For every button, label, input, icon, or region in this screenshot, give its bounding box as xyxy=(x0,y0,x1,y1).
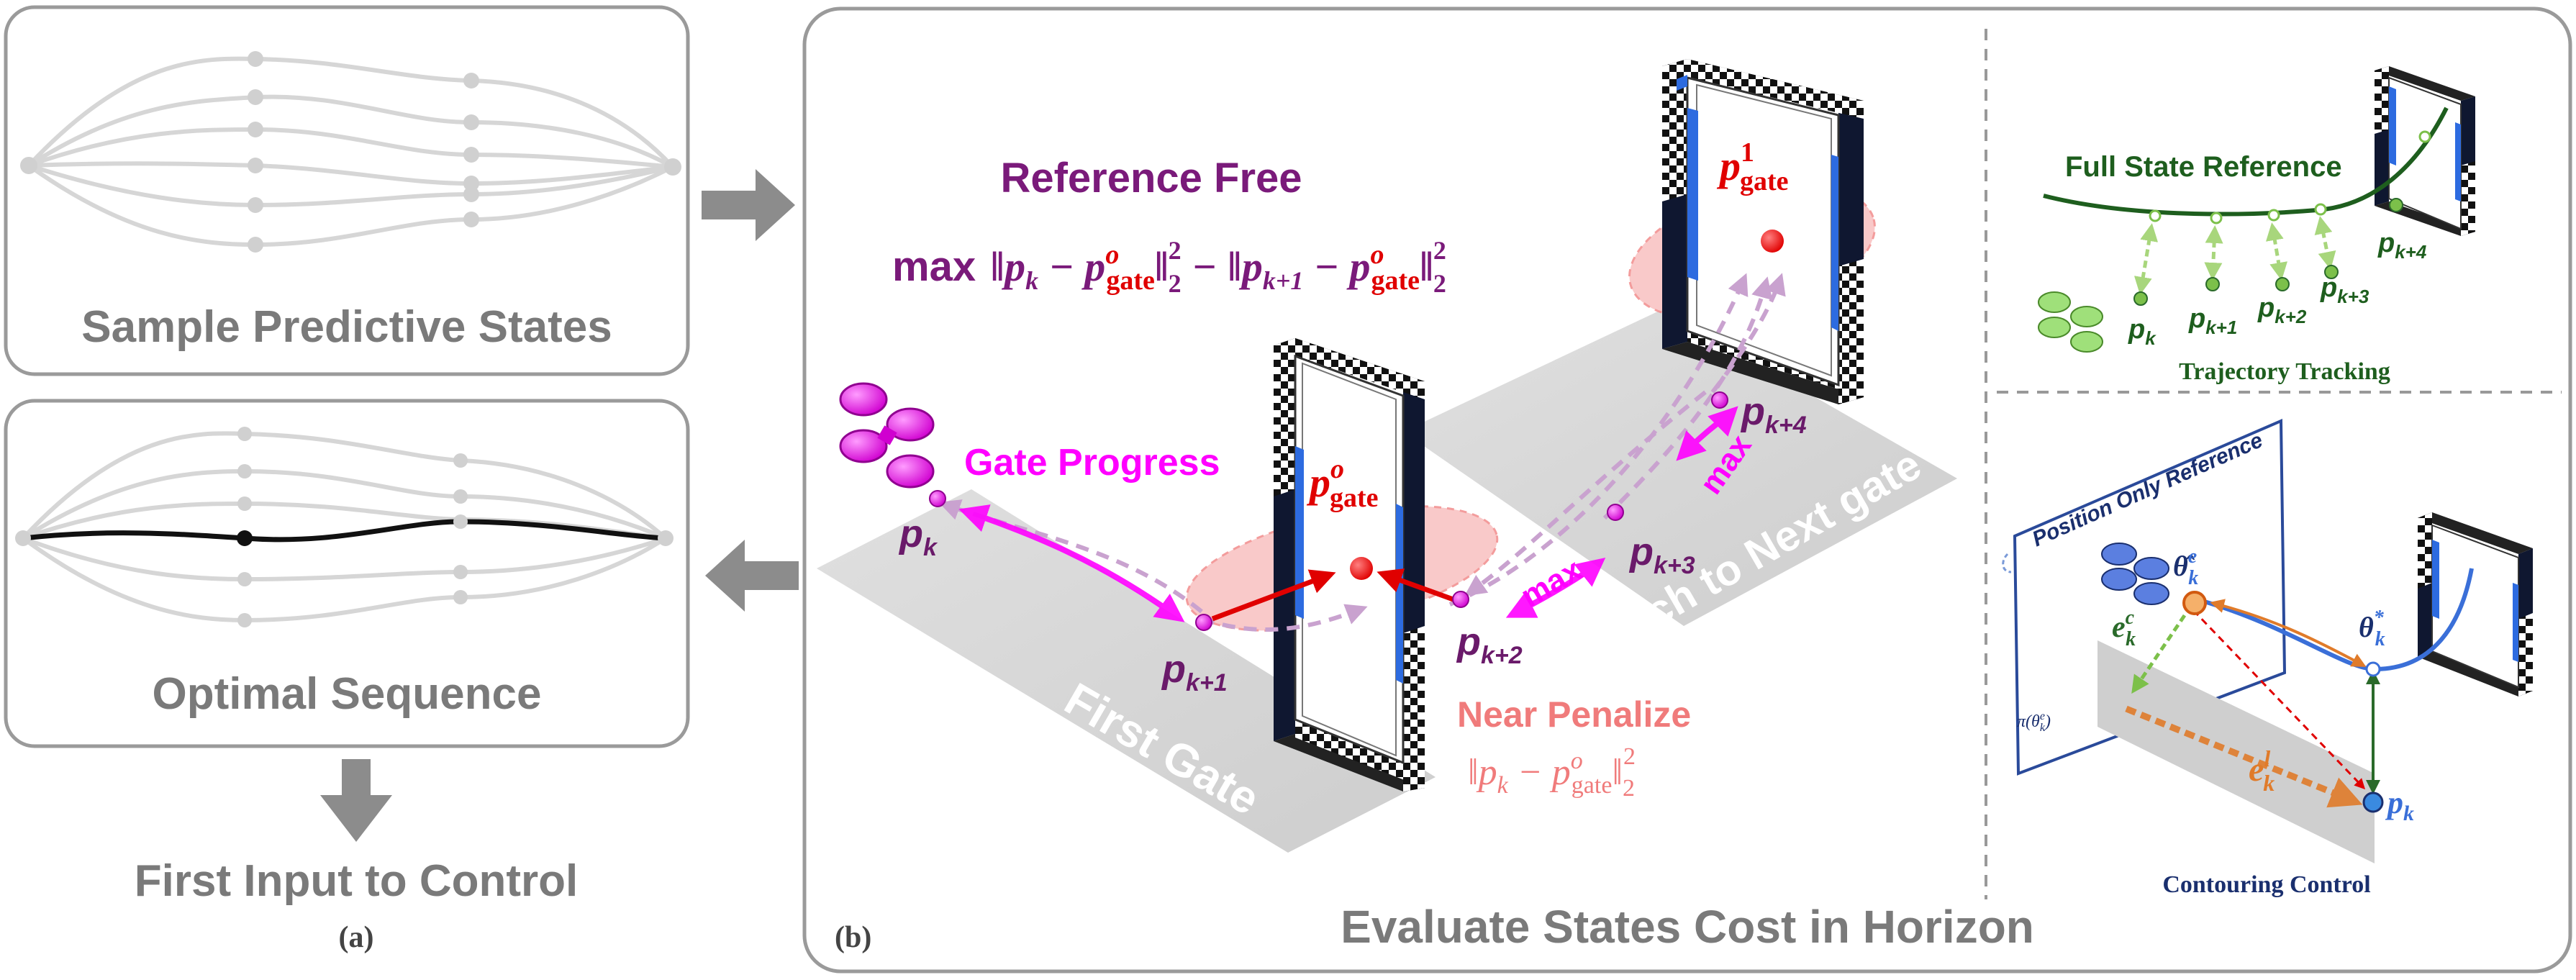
svg-text:pk+2: pk+2 xyxy=(1456,620,1523,669)
down-arrow-icon xyxy=(320,759,392,842)
full-state-reference-curve xyxy=(2043,106,2449,217)
point-k3 xyxy=(1607,504,1624,521)
svg-text:pk+4: pk+4 xyxy=(1740,390,1807,439)
blue-drone-icon xyxy=(2101,543,2169,605)
gate2-center xyxy=(1761,230,1784,253)
pk-label: pk xyxy=(2385,785,2414,825)
svg-text:pk: pk xyxy=(898,512,938,561)
trajectory-tracking-panel: Full State Reference pk pk+1 pk+2 pk+3 p… xyxy=(2038,66,2475,385)
drone-icon xyxy=(839,382,935,489)
sample-trajectories xyxy=(27,56,675,248)
point-k2 xyxy=(1452,591,1469,608)
first-input-label: First Input to Control xyxy=(135,856,578,906)
trajectory-point-labels: pk pk+1 pk+2 pk+3 pk+4 xyxy=(898,390,1807,697)
optimal-sequence-title: Optimal Sequence xyxy=(153,669,542,719)
sample-nodes xyxy=(20,51,681,253)
optimal-sequence-box xyxy=(4,399,690,748)
svg-text:pk: pk xyxy=(2128,314,2157,349)
left-arrow-icon xyxy=(705,540,799,612)
optimal-candidates xyxy=(21,431,667,623)
svg-text:pk+1: pk+1 xyxy=(2188,304,2237,338)
gate-2 xyxy=(1662,59,1864,404)
optimal-trajectory xyxy=(22,519,666,543)
svg-text:pk+3: pk+3 xyxy=(2320,273,2369,307)
near-penalize-title: Near Penalize xyxy=(1457,694,1691,735)
panel-a-caption: (a) xyxy=(339,921,374,954)
right-arrow-icon xyxy=(702,169,795,241)
panel-b-title: Evaluate States Cost in Horizon xyxy=(1341,901,2034,953)
sample-states-box xyxy=(4,5,690,376)
full-state-reference-label: Full State Reference xyxy=(2065,151,2342,183)
trajectory-points xyxy=(929,391,1728,631)
position-reference-plane xyxy=(2013,418,2287,776)
progress-arrows xyxy=(958,406,1738,622)
panel-a: Sample Predictive States Optimal Sequenc… xyxy=(4,5,690,954)
gate-progress-label: Gate Progress xyxy=(964,442,1220,484)
point-k1 xyxy=(1195,614,1212,631)
panel-b-caption: (b) xyxy=(835,921,871,954)
optimal-nodes xyxy=(15,427,674,627)
next-gate-floor xyxy=(1403,309,1957,626)
svg-text:pk+3: pk+3 xyxy=(1628,530,1695,579)
theta-star-label: θ*k xyxy=(2359,607,2385,650)
gate1-center xyxy=(1350,557,1373,580)
contouring-control-caption: Contouring Control xyxy=(2162,871,2370,898)
gate-1 xyxy=(1274,338,1425,791)
penalty-arrows xyxy=(1211,568,1459,622)
reference-free-title: Reference Free xyxy=(1000,155,1302,201)
svg-text:pk+4: pk+4 xyxy=(2377,228,2427,263)
panel-b: First Gate Switch to Next gate xyxy=(802,6,2572,974)
green-drone-icon xyxy=(2038,291,2103,353)
svg-text:pk+1: pk+1 xyxy=(1161,648,1228,697)
svg-text:pk+2: pk+2 xyxy=(2257,293,2307,327)
point-k xyxy=(929,490,946,507)
sample-states-title: Sample Predictive States xyxy=(81,302,612,352)
trajectory-tracking-caption: Trajectory Tracking xyxy=(2179,358,2390,385)
point-k4 xyxy=(1711,391,1728,409)
